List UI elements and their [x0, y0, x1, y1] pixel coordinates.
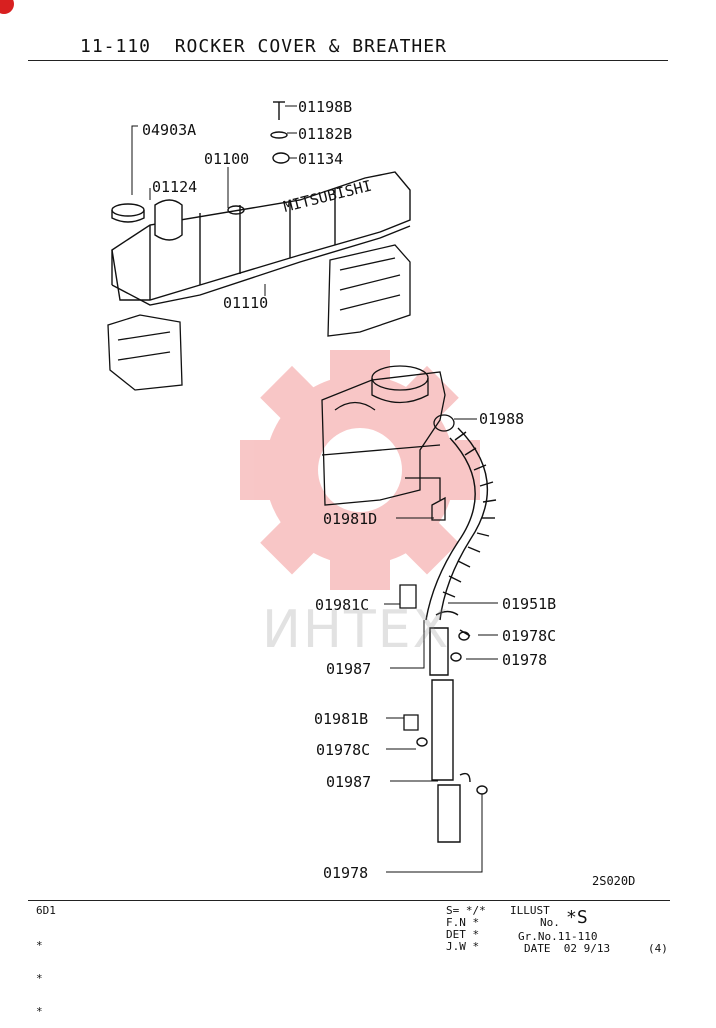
- part-label: 01182B: [298, 125, 352, 143]
- date: DATE 02 9/13: [524, 942, 611, 955]
- footer-rule: [28, 900, 670, 901]
- part-label: 04903A: [142, 121, 196, 139]
- watermark-gear-icon: [240, 350, 480, 590]
- det-line: DET *: [446, 928, 480, 941]
- title-rule: [28, 60, 668, 61]
- part-label: 01134: [298, 150, 343, 168]
- part-label: 01951B: [502, 595, 556, 613]
- no-label: No.: [540, 916, 560, 929]
- part-label: 01987: [326, 773, 371, 791]
- illust-label: ILLUST: [510, 904, 550, 917]
- group-number: Gr.No.11-110: [518, 930, 598, 943]
- illust-number: *S: [566, 907, 588, 928]
- part-label: 01100: [204, 150, 249, 168]
- part-label: 01198B: [298, 98, 352, 116]
- cylinder-head-drawing: [107, 244, 411, 391]
- jw-line: J.W *: [446, 940, 480, 953]
- s-line: S= */*: [446, 904, 486, 917]
- part-label: 01981C: [315, 596, 369, 614]
- drawing-code: 2S020D: [592, 874, 636, 888]
- breather-hose-drawing: [416, 427, 497, 843]
- part-label: 01978C: [316, 741, 370, 759]
- part-label: 01988: [479, 410, 524, 428]
- star-3: *: [36, 1005, 43, 1018]
- part-label: 01987: [326, 660, 371, 678]
- corner-badge: [0, 0, 14, 14]
- star-2: *: [36, 972, 43, 985]
- part-label: 01978: [323, 864, 368, 882]
- parts-diagram: MITSUBISHI: [107, 98, 556, 882]
- part-label: 01124: [152, 178, 197, 196]
- footer-stars: * * *: [36, 918, 49, 1028]
- star-1: *: [36, 939, 43, 952]
- part-label: 01981B: [314, 710, 368, 728]
- page-title: 11-110 ROCKER COVER & BREATHER: [80, 36, 447, 57]
- leader-lines: [131, 105, 498, 873]
- watermark-text: ИНТЕХ: [262, 600, 451, 660]
- part-label: 01978: [502, 651, 547, 669]
- fn-line: F.N *: [446, 916, 480, 929]
- model-code: 6D1: [36, 904, 56, 917]
- part-label: 01978C: [502, 627, 556, 645]
- part-label: 01110: [223, 294, 268, 312]
- breather-housing-drawing: [321, 365, 455, 731]
- page-number: (4): [648, 942, 668, 955]
- part-label: 01981D: [323, 510, 377, 528]
